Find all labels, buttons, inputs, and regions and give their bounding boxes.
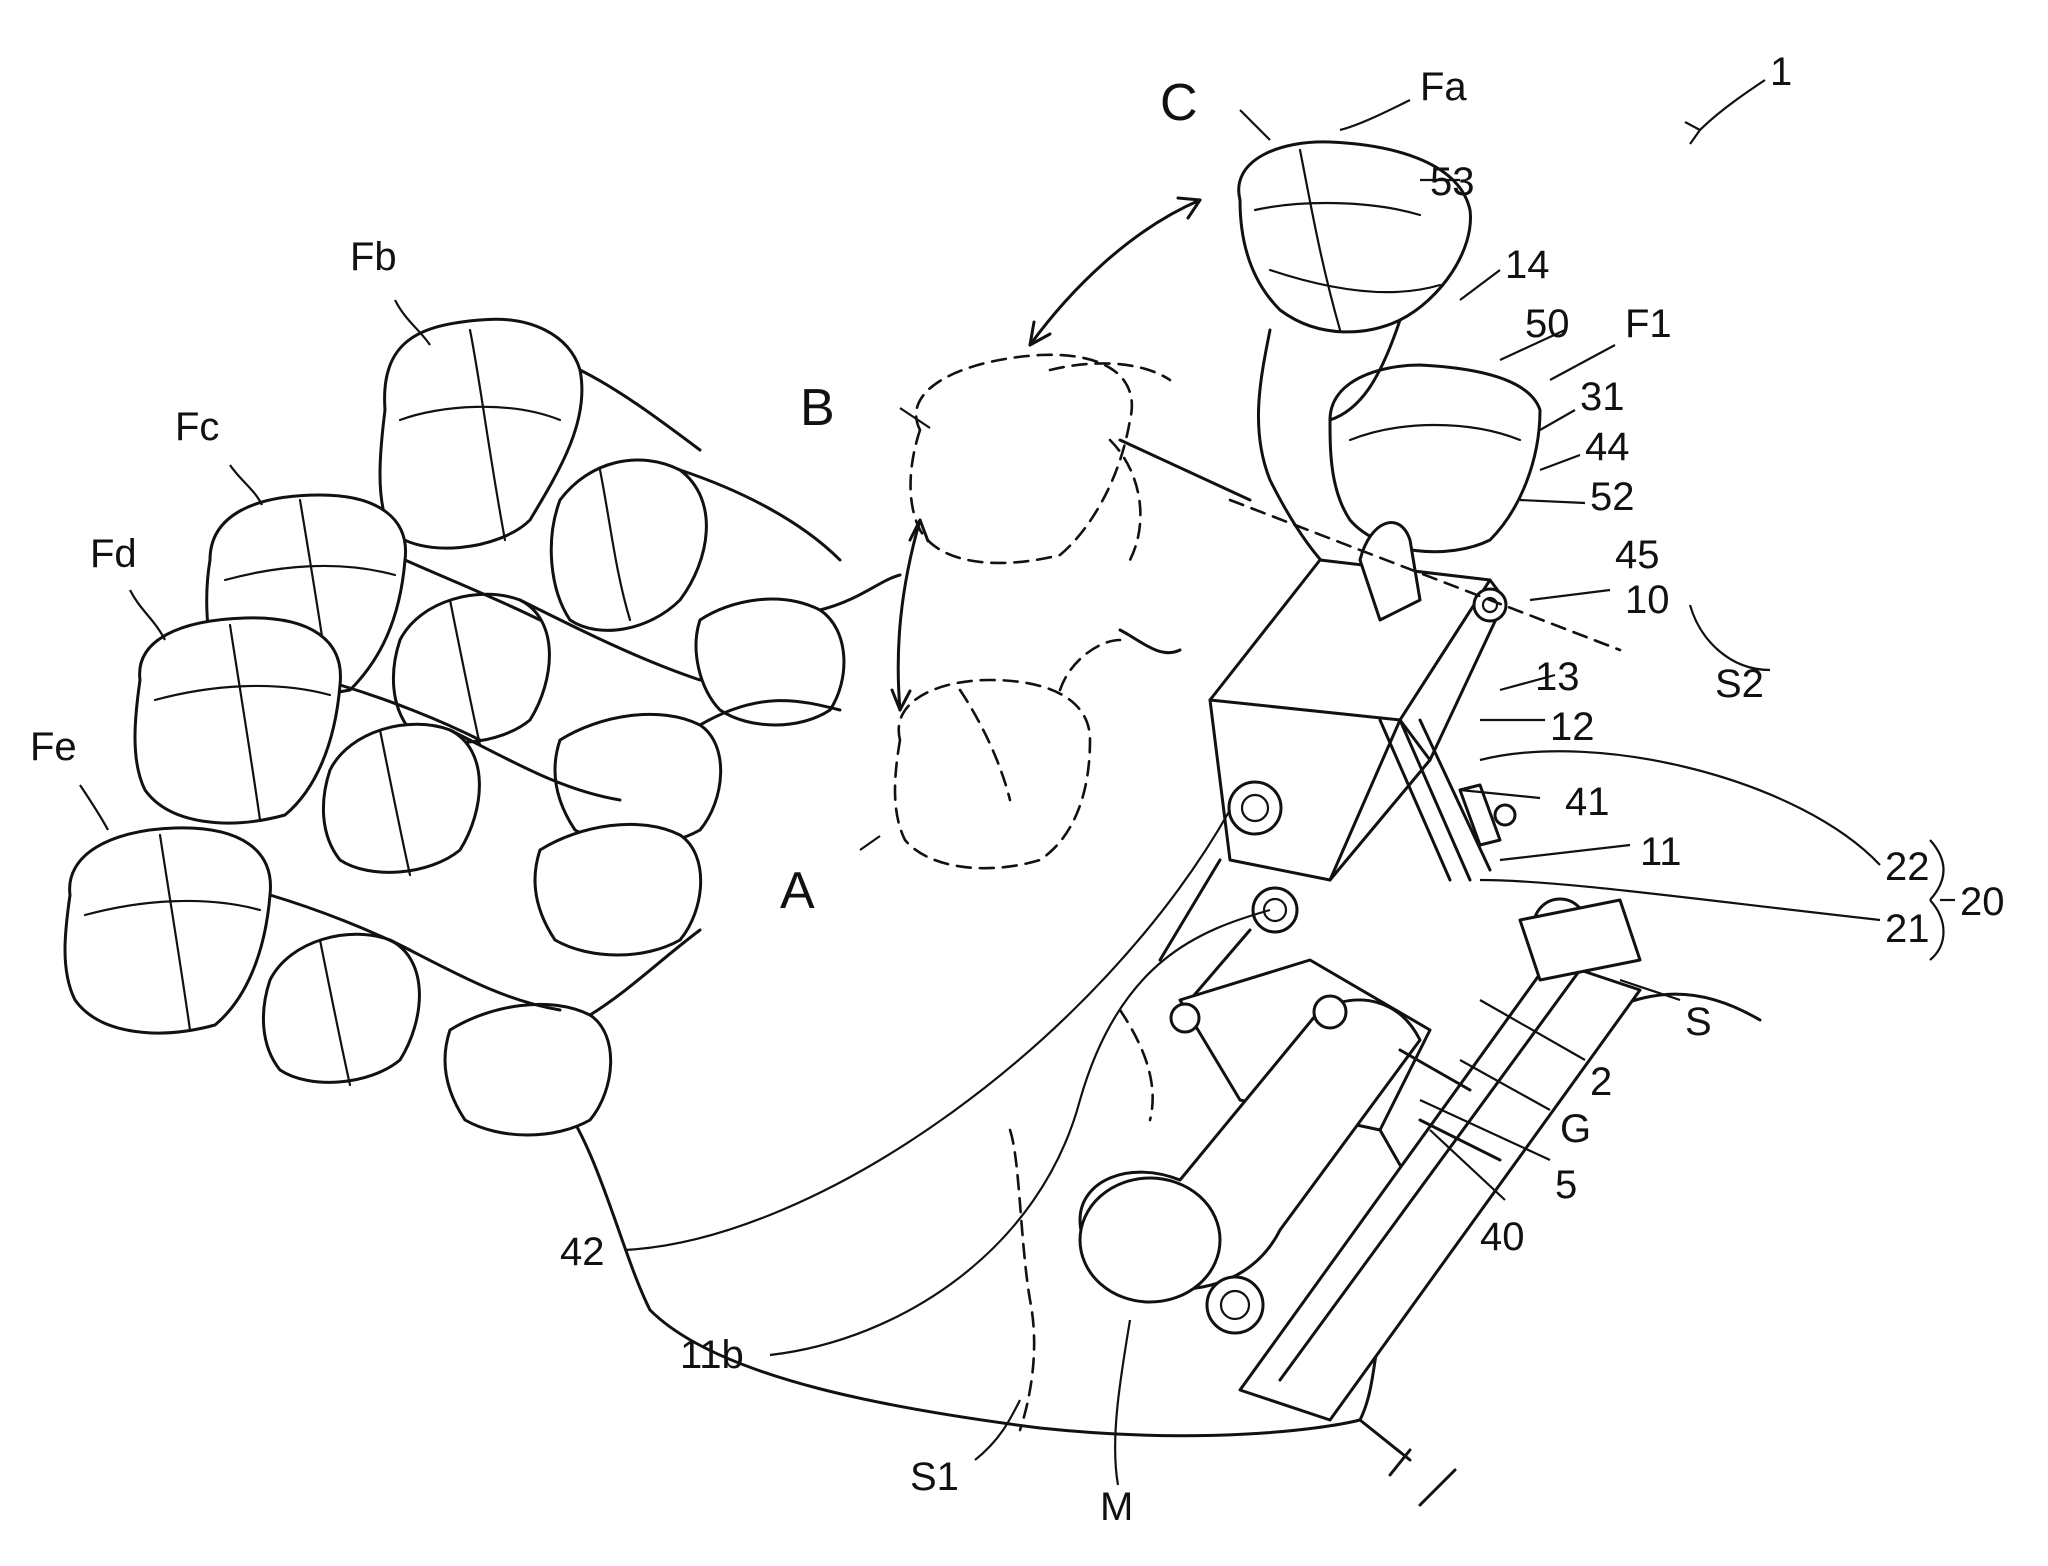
label-S2: S2 — [1715, 662, 1764, 706]
label-F1: F1 — [1625, 302, 1672, 346]
label-11b: 11b — [680, 1333, 744, 1377]
label-20: 20 — [1960, 880, 2005, 924]
dash-guide-line-1 — [1118, 628, 1182, 655]
label-M: M — [1100, 1485, 1133, 1529]
label-C: C — [1160, 74, 1198, 132]
label-S: S — [1685, 1000, 1712, 1044]
label-14: 14 — [1505, 243, 1550, 287]
leader-lines — [79, 79, 1955, 1486]
label-22: 22 — [1885, 845, 1930, 889]
label-fig-number: 1 — [1770, 50, 1792, 94]
label-B: B — [800, 379, 835, 437]
mechanism — [1078, 521, 1642, 1422]
axis-S1 — [1008, 1128, 1036, 1432]
axis-S1-upper — [1118, 1008, 1154, 1122]
thumb-F1 — [1237, 140, 1542, 572]
label-44: 44 — [1585, 425, 1630, 469]
thumb-position-A — [893, 638, 1122, 870]
labels: 1 C Fa Fb Fc Fd Fe B A 53 14 50 F1 31 44… — [30, 50, 2005, 1529]
finger-Fe — [63, 826, 702, 1137]
label-21: 21 — [1885, 907, 1930, 951]
axis-S2 — [1228, 498, 1622, 652]
label-A: A — [780, 862, 815, 920]
label-31: 31 — [1580, 375, 1625, 419]
label-50: 50 — [1525, 302, 1570, 346]
label-41: 41 — [1565, 780, 1610, 824]
label-S1: S1 — [910, 1455, 959, 1499]
label-Fb: Fb — [350, 235, 397, 279]
finger-Fb — [378, 317, 902, 727]
label-10: 10 — [1625, 578, 1670, 622]
motion-arrow-B-C — [1028, 196, 1202, 347]
label-45: 45 — [1615, 533, 1660, 577]
label-52: 52 — [1590, 475, 1635, 519]
finger-Fd — [133, 616, 703, 957]
label-53: 53 — [1430, 160, 1475, 204]
label-Fc: Fc — [175, 405, 219, 449]
axis-S2-line — [1118, 438, 1252, 502]
label-G: G — [1560, 1107, 1591, 1151]
label-42: 42 — [560, 1230, 605, 1274]
label-2: 2 — [1590, 1060, 1612, 1104]
label-40: 40 — [1480, 1215, 1525, 1259]
label-5: 5 — [1555, 1163, 1577, 1207]
motion-arrow-A-B — [890, 518, 930, 712]
label-Fe: Fe — [30, 725, 77, 769]
label-Fa: Fa — [1420, 65, 1467, 109]
label-12: 12 — [1550, 705, 1595, 749]
label-Fd: Fd — [90, 532, 137, 576]
thumb-position-B — [909, 353, 1172, 565]
label-11: 11 — [1640, 830, 1682, 874]
label-13: 13 — [1535, 655, 1580, 699]
